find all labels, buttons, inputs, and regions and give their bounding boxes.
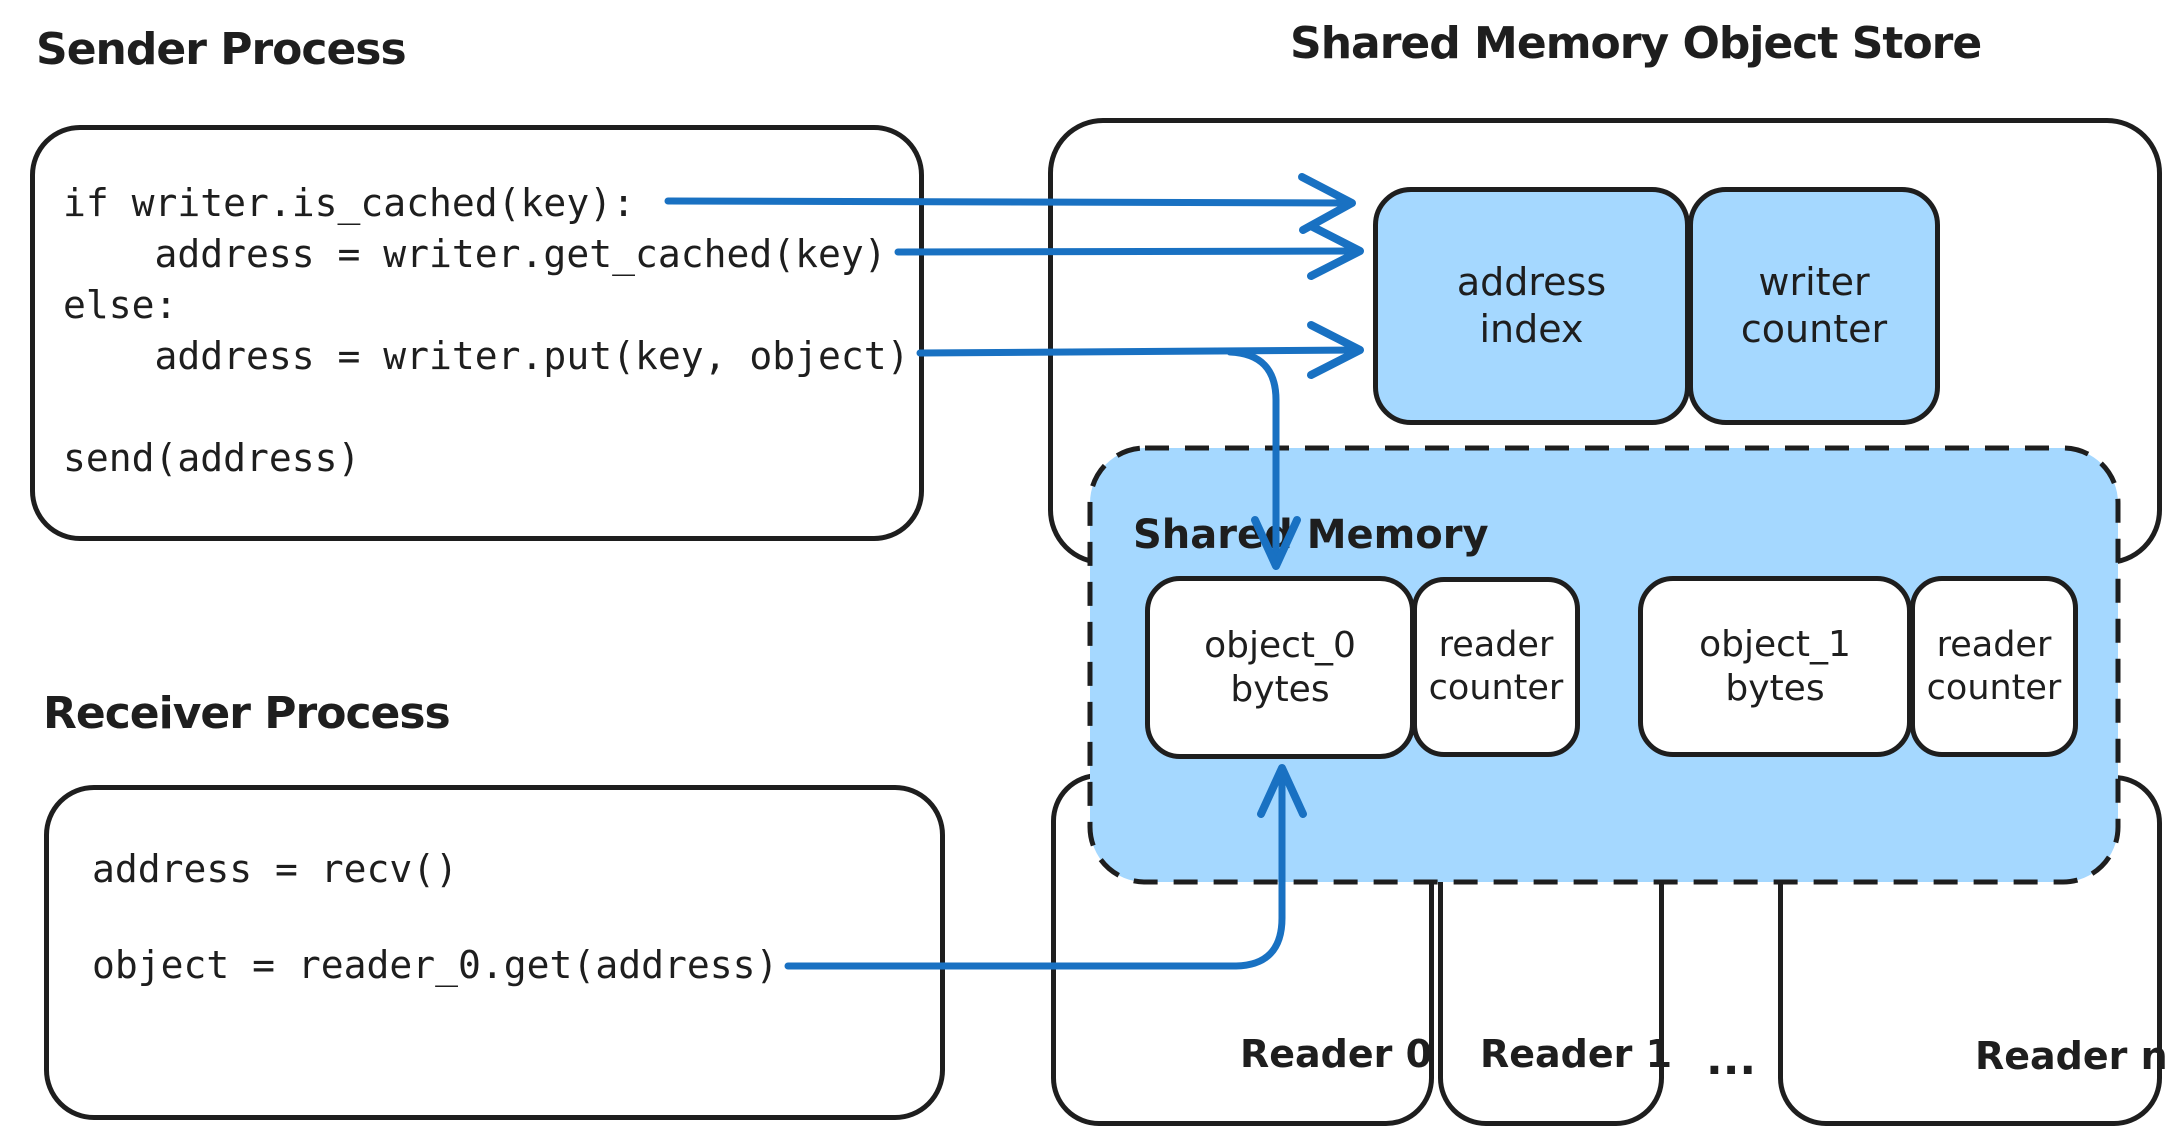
arrow-reader-get-head — [1257, 764, 1307, 818]
reader-n-label: Reader n — [1975, 1034, 2168, 1078]
writer-counter-box: writer counter — [1688, 187, 1940, 425]
receiver-code: address = recv() object = reader_0.get(a… — [92, 847, 779, 987]
arrow-get-cached — [894, 247, 1364, 256]
reader-1-label: Reader 1 — [1480, 1032, 1673, 1076]
object-1-label: object_1 bytes — [1699, 623, 1851, 709]
arrow-get-cached-head — [1307, 222, 1364, 280]
sender-code: if writer.is_cached(key): address = writ… — [63, 181, 910, 480]
receiver-process-title: Receiver Process — [43, 688, 451, 739]
arrow-put-branch-down — [1226, 348, 1280, 570]
object-0-label: object_0 bytes — [1204, 624, 1356, 710]
object-0-box: object_0 bytes — [1145, 576, 1415, 759]
arrow-put-head — [1307, 321, 1364, 379]
reader-counter-0-label: reader counter — [1428, 625, 1564, 708]
shared-memory-label: Shared Memory — [1133, 512, 1489, 558]
arrow-put-branch-down-head — [1251, 516, 1301, 570]
store-title: Shared Memory Object Store — [1290, 18, 1982, 69]
arrow-reader-get — [784, 764, 1286, 970]
address-index-label: address index — [1456, 260, 1607, 351]
object-1-box: object_1 bytes — [1638, 576, 1912, 757]
reader-counter-0-box: reader counter — [1412, 577, 1580, 757]
sender-process-box — [30, 125, 924, 541]
shared-memory-box — [1087, 445, 2121, 885]
writer-counter-label: writer counter — [1740, 260, 1888, 351]
arrow-is-cached — [664, 197, 1356, 207]
arrow-put — [916, 346, 1364, 357]
receiver-process-box — [44, 785, 945, 1120]
readers-ellipsis: ... — [1706, 1034, 1757, 1085]
reader-counter-1-label: reader counter — [1926, 624, 2062, 708]
sender-process-title: Sender Process — [36, 24, 407, 75]
arrow-is-cached-head — [1298, 173, 1356, 234]
reader-0-label: Reader 0 — [1240, 1032, 1433, 1076]
reader-counter-1-box: reader counter — [1910, 576, 2078, 757]
address-index-box: address index — [1373, 187, 1690, 425]
